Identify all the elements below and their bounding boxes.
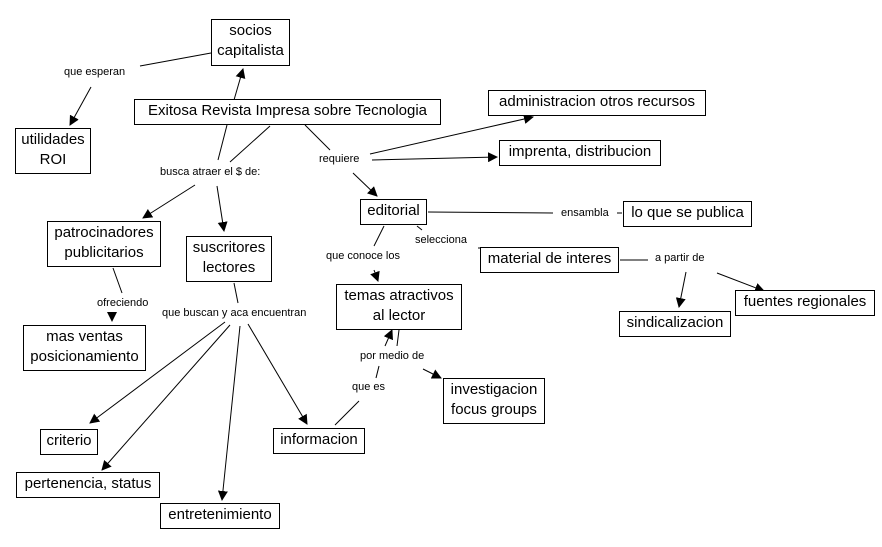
node-text: Exitosa Revista Impresa sobre Tecnologia	[147, 102, 428, 119]
node-text: fuentes regionales	[743, 293, 867, 310]
node-text: mas ventas	[46, 328, 123, 345]
concept-entretenimiento[interactable]: entretenimiento	[160, 503, 280, 529]
concept-sindicalizacion[interactable]: sindicalizacion	[619, 311, 731, 337]
concept-criterio[interactable]: criterio	[40, 429, 98, 455]
link-ensambla[interactable]: ensambla	[560, 207, 610, 220]
node-text: imprenta, distribucion	[508, 143, 652, 160]
edge-por-medio-investigacion	[422, 368, 442, 379]
node-text: pertenencia, status	[24, 475, 152, 492]
concept-temas-atractivos[interactable]: temas atractivos al lector	[336, 284, 462, 330]
edge-que-buscan-informacion	[247, 323, 308, 425]
node-text: lectores	[202, 259, 256, 276]
edge-temas-por-medio	[396, 329, 400, 347]
node-text: investigacion	[450, 381, 538, 398]
node-text: entretenimiento	[168, 506, 272, 523]
concept-material-de-interes[interactable]: material de interes	[480, 247, 619, 273]
concept-editorial[interactable]: editorial	[360, 199, 427, 225]
edge-que-esperan-utilidades	[69, 86, 92, 126]
node-text: administracion otros recursos	[499, 93, 695, 110]
edge-revista-busca-1	[217, 124, 228, 161]
link-selecciona[interactable]: selecciona	[414, 234, 468, 247]
node-text: suscritores	[192, 239, 266, 256]
edge-patrocinadores-ofreciendo	[112, 267, 123, 294]
edge-revista-socios	[233, 68, 246, 101]
link-que-esperan[interactable]: que esperan	[63, 66, 127, 79]
node-text: ROI	[39, 151, 67, 168]
edge-socios-que-esperan	[139, 52, 212, 67]
edge-busca-patrocinadores	[142, 184, 196, 219]
edge-editorial-ensambla	[427, 211, 554, 214]
node-text: socios	[229, 22, 272, 39]
node-text: utilidades	[21, 131, 85, 148]
link-por-medio-de[interactable]: por medio de	[359, 350, 426, 363]
edge-que-buscan-pertenencia	[101, 324, 231, 471]
edge-requiere-imprenta	[371, 152, 498, 163]
concept-mas-ventas-posicionamiento[interactable]: mas ventas posicionamiento	[23, 325, 146, 371]
edge-requiere-editorial	[352, 172, 378, 197]
concept-patrocinadores-publicitarios[interactable]: patrocinadores publicitarios	[47, 221, 161, 267]
edge-informacion-que-es	[334, 400, 360, 426]
node-text: criterio	[46, 432, 92, 449]
edge-que-conoce-temas	[370, 269, 380, 282]
node-text: publicitarios	[64, 244, 144, 261]
node-text: material de interes	[487, 250, 612, 267]
concept-pertenencia-status[interactable]: pertenencia, status	[16, 472, 160, 498]
node-text: lo que se publica	[631, 204, 744, 221]
edge-requiere-admin	[369, 114, 534, 155]
edge-que-buscan-criterio	[89, 321, 226, 424]
concept-suscritores-lectores[interactable]: suscritores lectores	[186, 236, 272, 282]
link-que-conoce-los[interactable]: que conoce los	[325, 250, 401, 263]
edge-editorial-que-conoce	[373, 225, 385, 247]
node-text: temas atractivos	[344, 287, 454, 304]
node-text: al lector	[372, 307, 426, 324]
edge-que-buscan-entretenimiento	[217, 325, 241, 501]
link-requiere[interactable]: requiere	[318, 153, 361, 166]
link-que-buscan-y-aca-encuentran[interactable]: que buscan y aca encuentran	[161, 307, 308, 320]
edge-busca-suscritores	[216, 185, 228, 232]
edge-que-es-temas-2	[383, 329, 393, 347]
edge-editorial-selecciona	[416, 225, 423, 231]
node-text: posicionamiento	[30, 348, 139, 365]
node-text: editorial	[367, 202, 420, 219]
concept-utilidades-roi[interactable]: utilidades ROI	[15, 128, 91, 174]
concept-administracion-otros-recursos[interactable]: administracion otros recursos	[488, 90, 706, 116]
node-text: focus groups	[451, 401, 537, 418]
edge-revista-requiere	[304, 124, 331, 151]
concept-lo-que-se-publica[interactable]: lo que se publica	[623, 201, 752, 227]
link-a-partir-de[interactable]: a partir de	[654, 252, 706, 265]
edge-que-es-temas-1	[375, 365, 380, 379]
node-text: informacion	[280, 431, 358, 448]
concept-informacion[interactable]: informacion	[273, 428, 365, 454]
concept-exitosa-revista[interactable]: Exitosa Revista Impresa sobre Tecnologia	[134, 99, 441, 125]
node-text: sindicalizacion	[626, 314, 724, 331]
node-text: patrocinadores	[54, 224, 154, 241]
link-que-es[interactable]: que es	[351, 381, 387, 394]
concept-fuentes-regionales[interactable]: fuentes regionales	[735, 290, 875, 316]
edge-suscritores-que-buscan	[233, 282, 239, 304]
edge-revista-busca-2	[229, 125, 271, 163]
node-text: capitalista	[217, 42, 284, 59]
link-busca-atraer[interactable]: busca atraer el $ de:	[159, 166, 262, 179]
concept-investigacion-focus-groups[interactable]: investigacion focus groups	[443, 378, 545, 424]
link-ofreciendo[interactable]: ofreciendo	[96, 297, 150, 310]
concept-socios-capitalista[interactable]: socios capitalista	[211, 19, 290, 66]
edge-a-partir-fuentes	[716, 272, 765, 293]
edge-a-partir-sindicalizacion	[675, 271, 687, 308]
concept-imprenta-distribucion[interactable]: imprenta, distribucion	[499, 140, 661, 166]
